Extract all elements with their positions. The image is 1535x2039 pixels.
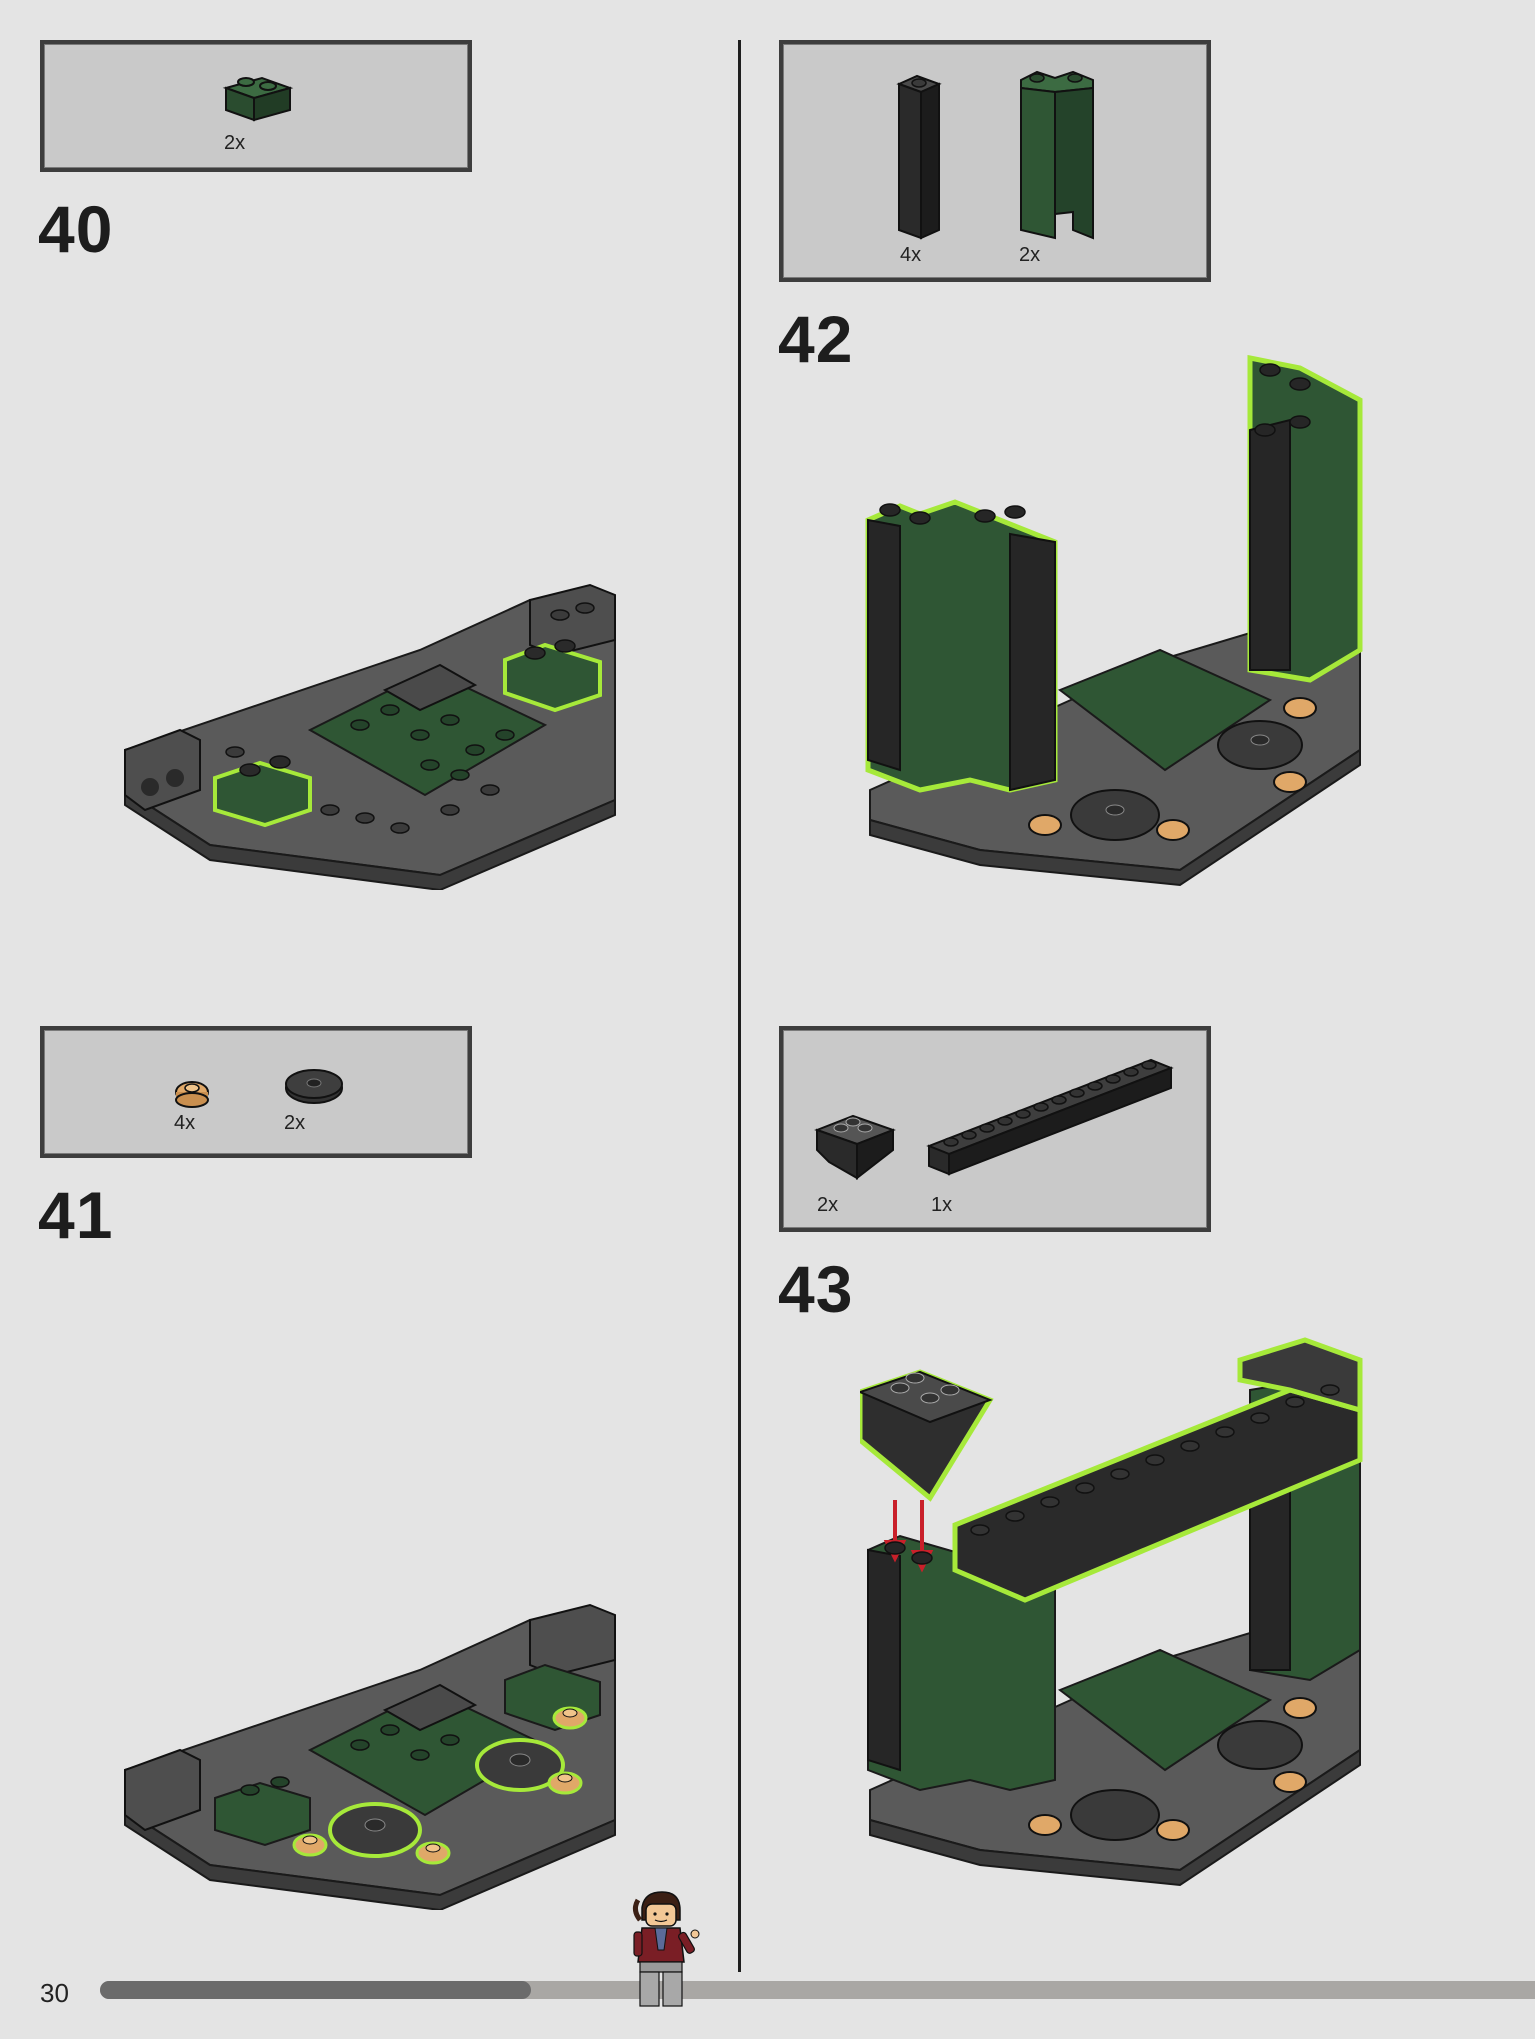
model-step-42 bbox=[865, 354, 1363, 887]
part-qty: 2x bbox=[224, 132, 246, 154]
dark-green-corner-panel-icon bbox=[1020, 70, 1094, 240]
parts-box-step-43: 2x 1x bbox=[779, 1026, 1211, 1232]
progress-bar-fill bbox=[100, 1981, 531, 1999]
black-inverted-slope-icon bbox=[814, 1114, 896, 1181]
parts-box-step-41: 4x 2x bbox=[40, 1026, 472, 1158]
part-qty: 2x bbox=[284, 1112, 306, 1134]
page-number: 30 bbox=[40, 1978, 69, 2008]
parts-box-step-42: 4x 2x bbox=[779, 40, 1211, 282]
part-qty: 4x bbox=[174, 1112, 196, 1134]
column-divider bbox=[738, 40, 741, 1972]
step-number-42: 42 bbox=[778, 302, 854, 376]
black-round-tile-icon bbox=[285, 1069, 343, 1104]
model-step-41 bbox=[124, 1603, 616, 1910]
step-number-43: 43 bbox=[778, 1252, 854, 1326]
black-plate-1x12-icon bbox=[926, 1058, 1174, 1176]
minifigure-icon bbox=[632, 1891, 700, 2007]
black-tall-brick-icon bbox=[896, 74, 942, 240]
part-qty: 2x bbox=[817, 1194, 839, 1216]
step-number-41: 41 bbox=[38, 1178, 114, 1252]
dark-green-brick-1x2-icon bbox=[222, 76, 294, 122]
step-number-40: 40 bbox=[38, 192, 114, 266]
part-qty: 1x bbox=[931, 1194, 953, 1216]
part-qty: 4x bbox=[900, 244, 922, 266]
model-step-40 bbox=[124, 583, 616, 890]
part-qty: 2x bbox=[1019, 244, 1041, 266]
parts-box-step-40: 2x bbox=[40, 40, 472, 172]
tan-round-plate-icon bbox=[175, 1081, 209, 1108]
model-step-43 bbox=[860, 1337, 1363, 1887]
